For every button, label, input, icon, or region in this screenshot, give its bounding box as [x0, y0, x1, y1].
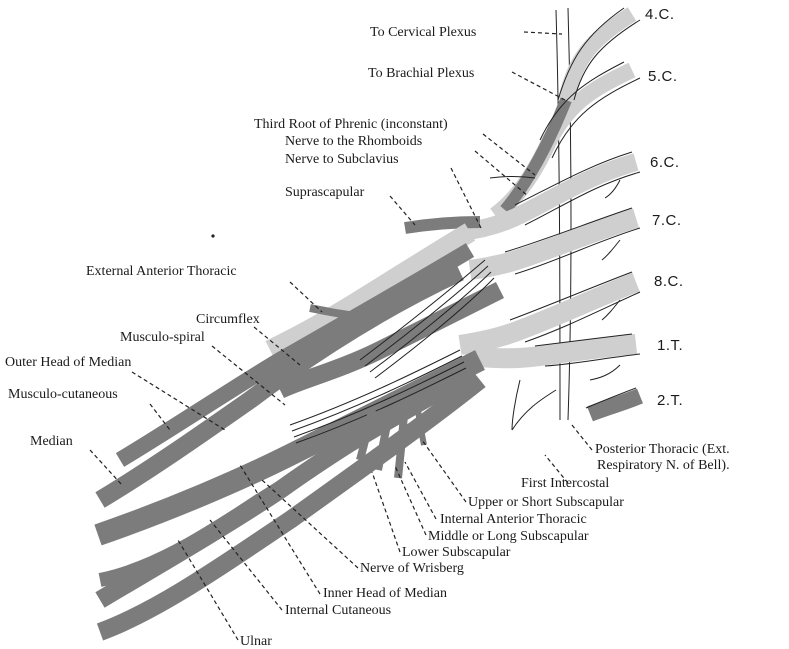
label-suprascapular: Suprascapular — [285, 185, 365, 200]
root-label-1t: 1.T. — [657, 337, 683, 354]
label-to-brachial-plexus: To Brachial Plexus — [368, 66, 474, 81]
label-nerve-subclavius: Nerve to Subclavius — [285, 152, 399, 167]
root-labels: 4.C. 5.C. 6.C. 7.C. 8.C. 1.T. 2.T. — [645, 6, 684, 409]
root-label-4c: 4.C. — [645, 6, 675, 23]
root-label-7c: 7.C. — [652, 212, 682, 229]
label-posterior-thoracic-2: Respiratory N. of Bell). — [597, 458, 730, 473]
label-first-intercostal: First Intercostal — [521, 476, 609, 491]
label-nerve-wrisberg: Nerve of Wrisberg — [360, 561, 464, 576]
label-internal-cutaneous: Internal Cutaneous — [285, 603, 391, 618]
ink-dot — [211, 234, 214, 237]
root-label-2t: 2.T. — [657, 392, 683, 409]
label-musculo-cutaneous: Musculo-cutaneous — [8, 387, 118, 402]
label-to-cervical-plexus: To Cervical Plexus — [370, 25, 476, 40]
root-label-5c: 5.C. — [648, 68, 678, 85]
label-musculo-spiral: Musculo-spiral — [120, 330, 205, 345]
label-outer-head-median: Outer Head of Median — [5, 355, 131, 370]
label-nerve-rhomboids: Nerve to the Rhomboids — [285, 134, 422, 149]
label-lower-subscapular: Lower Subscapular — [402, 545, 511, 560]
label-circumflex: Circumflex — [196, 312, 260, 327]
label-inner-head-median: Inner Head of Median — [323, 586, 447, 601]
label-upper-subscapular: Upper or Short Subscapular — [468, 495, 624, 510]
label-posterior-thoracic-1: Posterior Thoracic (Ext. — [595, 442, 730, 457]
label-internal-anterior-thoracic: Internal Anterior Thoracic — [440, 512, 587, 527]
label-third-root-phrenic: Third Root of Phrenic (inconstant) — [254, 117, 448, 132]
label-median: Median — [30, 434, 73, 449]
root-2t — [586, 388, 640, 414]
root-label-6c: 6.C. — [650, 154, 680, 171]
label-ulnar: Ulnar — [240, 634, 272, 649]
label-middle-subscapular: Middle or Long Subscapular — [428, 529, 589, 544]
label-external-anterior-thoracic: External Anterior Thoracic — [86, 264, 237, 279]
root-label-8c: 8.C. — [654, 273, 684, 290]
